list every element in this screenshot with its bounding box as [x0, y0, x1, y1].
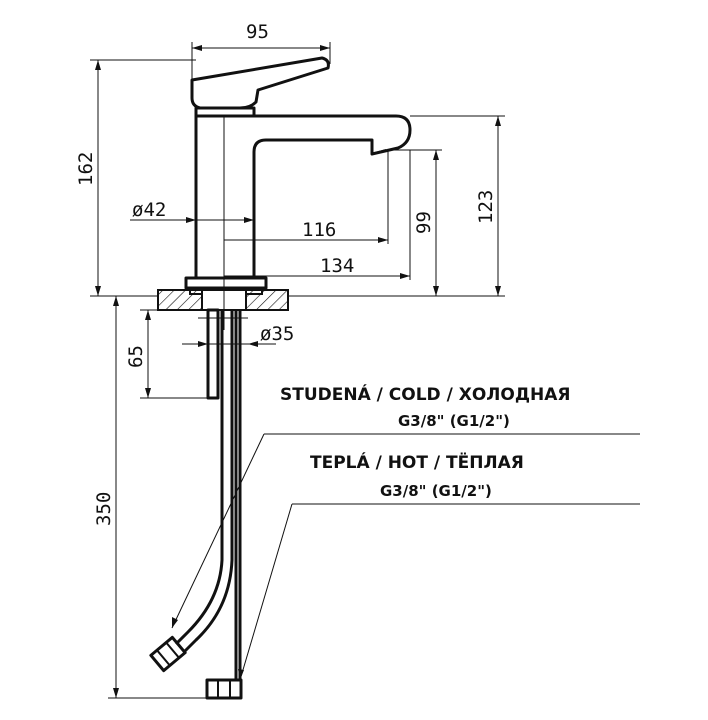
cold-hose-nut — [205, 678, 243, 700]
hot-hose-nut — [149, 635, 187, 673]
lever-handle — [190, 56, 330, 110]
hot-thread-label: G3/8" (G1/2") — [380, 482, 492, 500]
dimension-lines — [90, 42, 640, 699]
body-and-spout — [194, 114, 412, 280]
threaded-stem — [206, 308, 220, 400]
dim-stem-diameter: ø35 — [260, 323, 294, 345]
dim-total-height: 162 — [75, 152, 97, 186]
cold-thread-label: G3/8" (G1/2") — [398, 412, 510, 430]
dim-thread-length: 65 — [125, 345, 147, 368]
dim-outlet-height: 99 — [413, 211, 435, 234]
cold-label: STUDENÁ / COLD / ХОЛОДНАЯ — [280, 383, 570, 405]
dim-spout-height: 123 — [475, 190, 497, 224]
hot-label: TEPLÁ / HOT / ТЁПЛАЯ — [310, 451, 524, 473]
hoses — [149, 310, 243, 700]
dim-hose-length: 350 — [93, 492, 115, 526]
dim-spout-reach: 116 — [302, 219, 336, 241]
dim-body-diameter: ø42 — [132, 199, 166, 221]
dim-spout-length: 134 — [320, 255, 354, 277]
base-ring — [184, 276, 268, 290]
cold-hose — [174, 310, 238, 680]
aerator — [371, 140, 387, 156]
faucet-outline — [157, 56, 412, 400]
dim-top-width: 95 — [246, 21, 269, 43]
